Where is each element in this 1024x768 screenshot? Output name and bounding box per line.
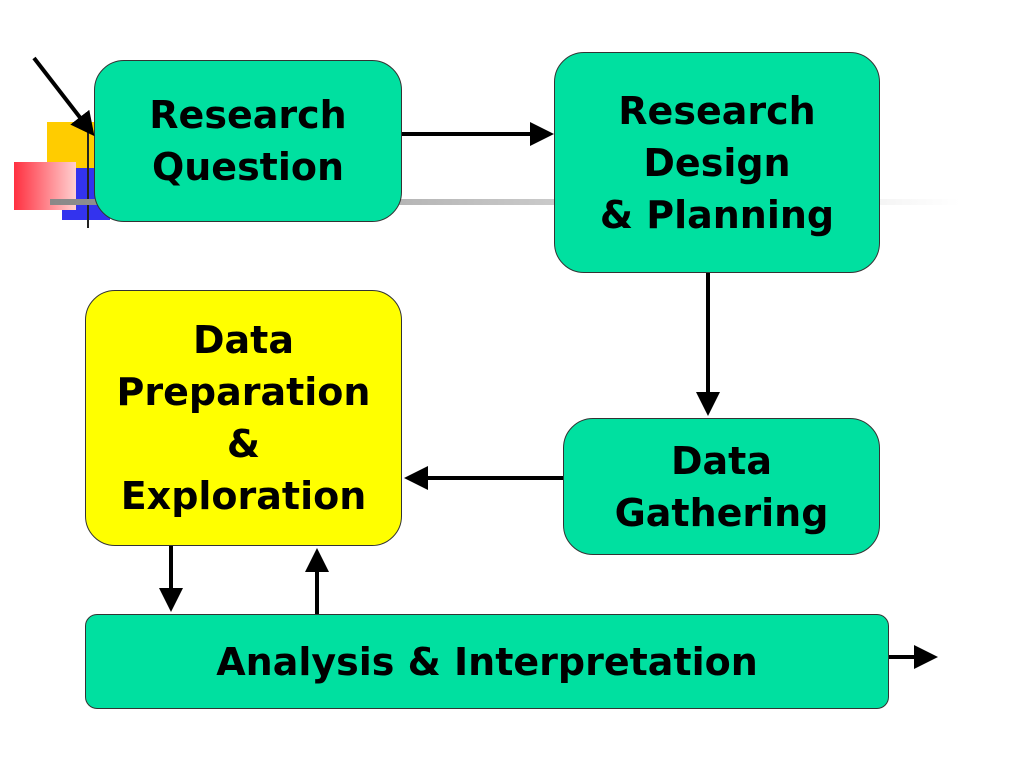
node-data-gathering-label: Data Gathering [614, 438, 829, 535]
node-data-preparation-label: Data Preparation & Exploration [116, 318, 371, 518]
node-analysis-label: Analysis & Interpretation [216, 639, 758, 684]
node-analysis-interpretation: Analysis & Interpretation [85, 614, 889, 709]
node-data-gathering: Data Gathering [563, 418, 880, 555]
decor-horizontal-line [50, 199, 960, 205]
node-research-question: Research Question [94, 60, 402, 222]
node-research-design: Research Design & Planning [554, 52, 880, 273]
node-research-question-label: Research Question [149, 93, 347, 189]
node-research-design-label: Research Design & Planning [599, 88, 835, 237]
arrow-entry [32, 56, 95, 137]
node-data-preparation: Data Preparation & Exploration [85, 290, 402, 546]
